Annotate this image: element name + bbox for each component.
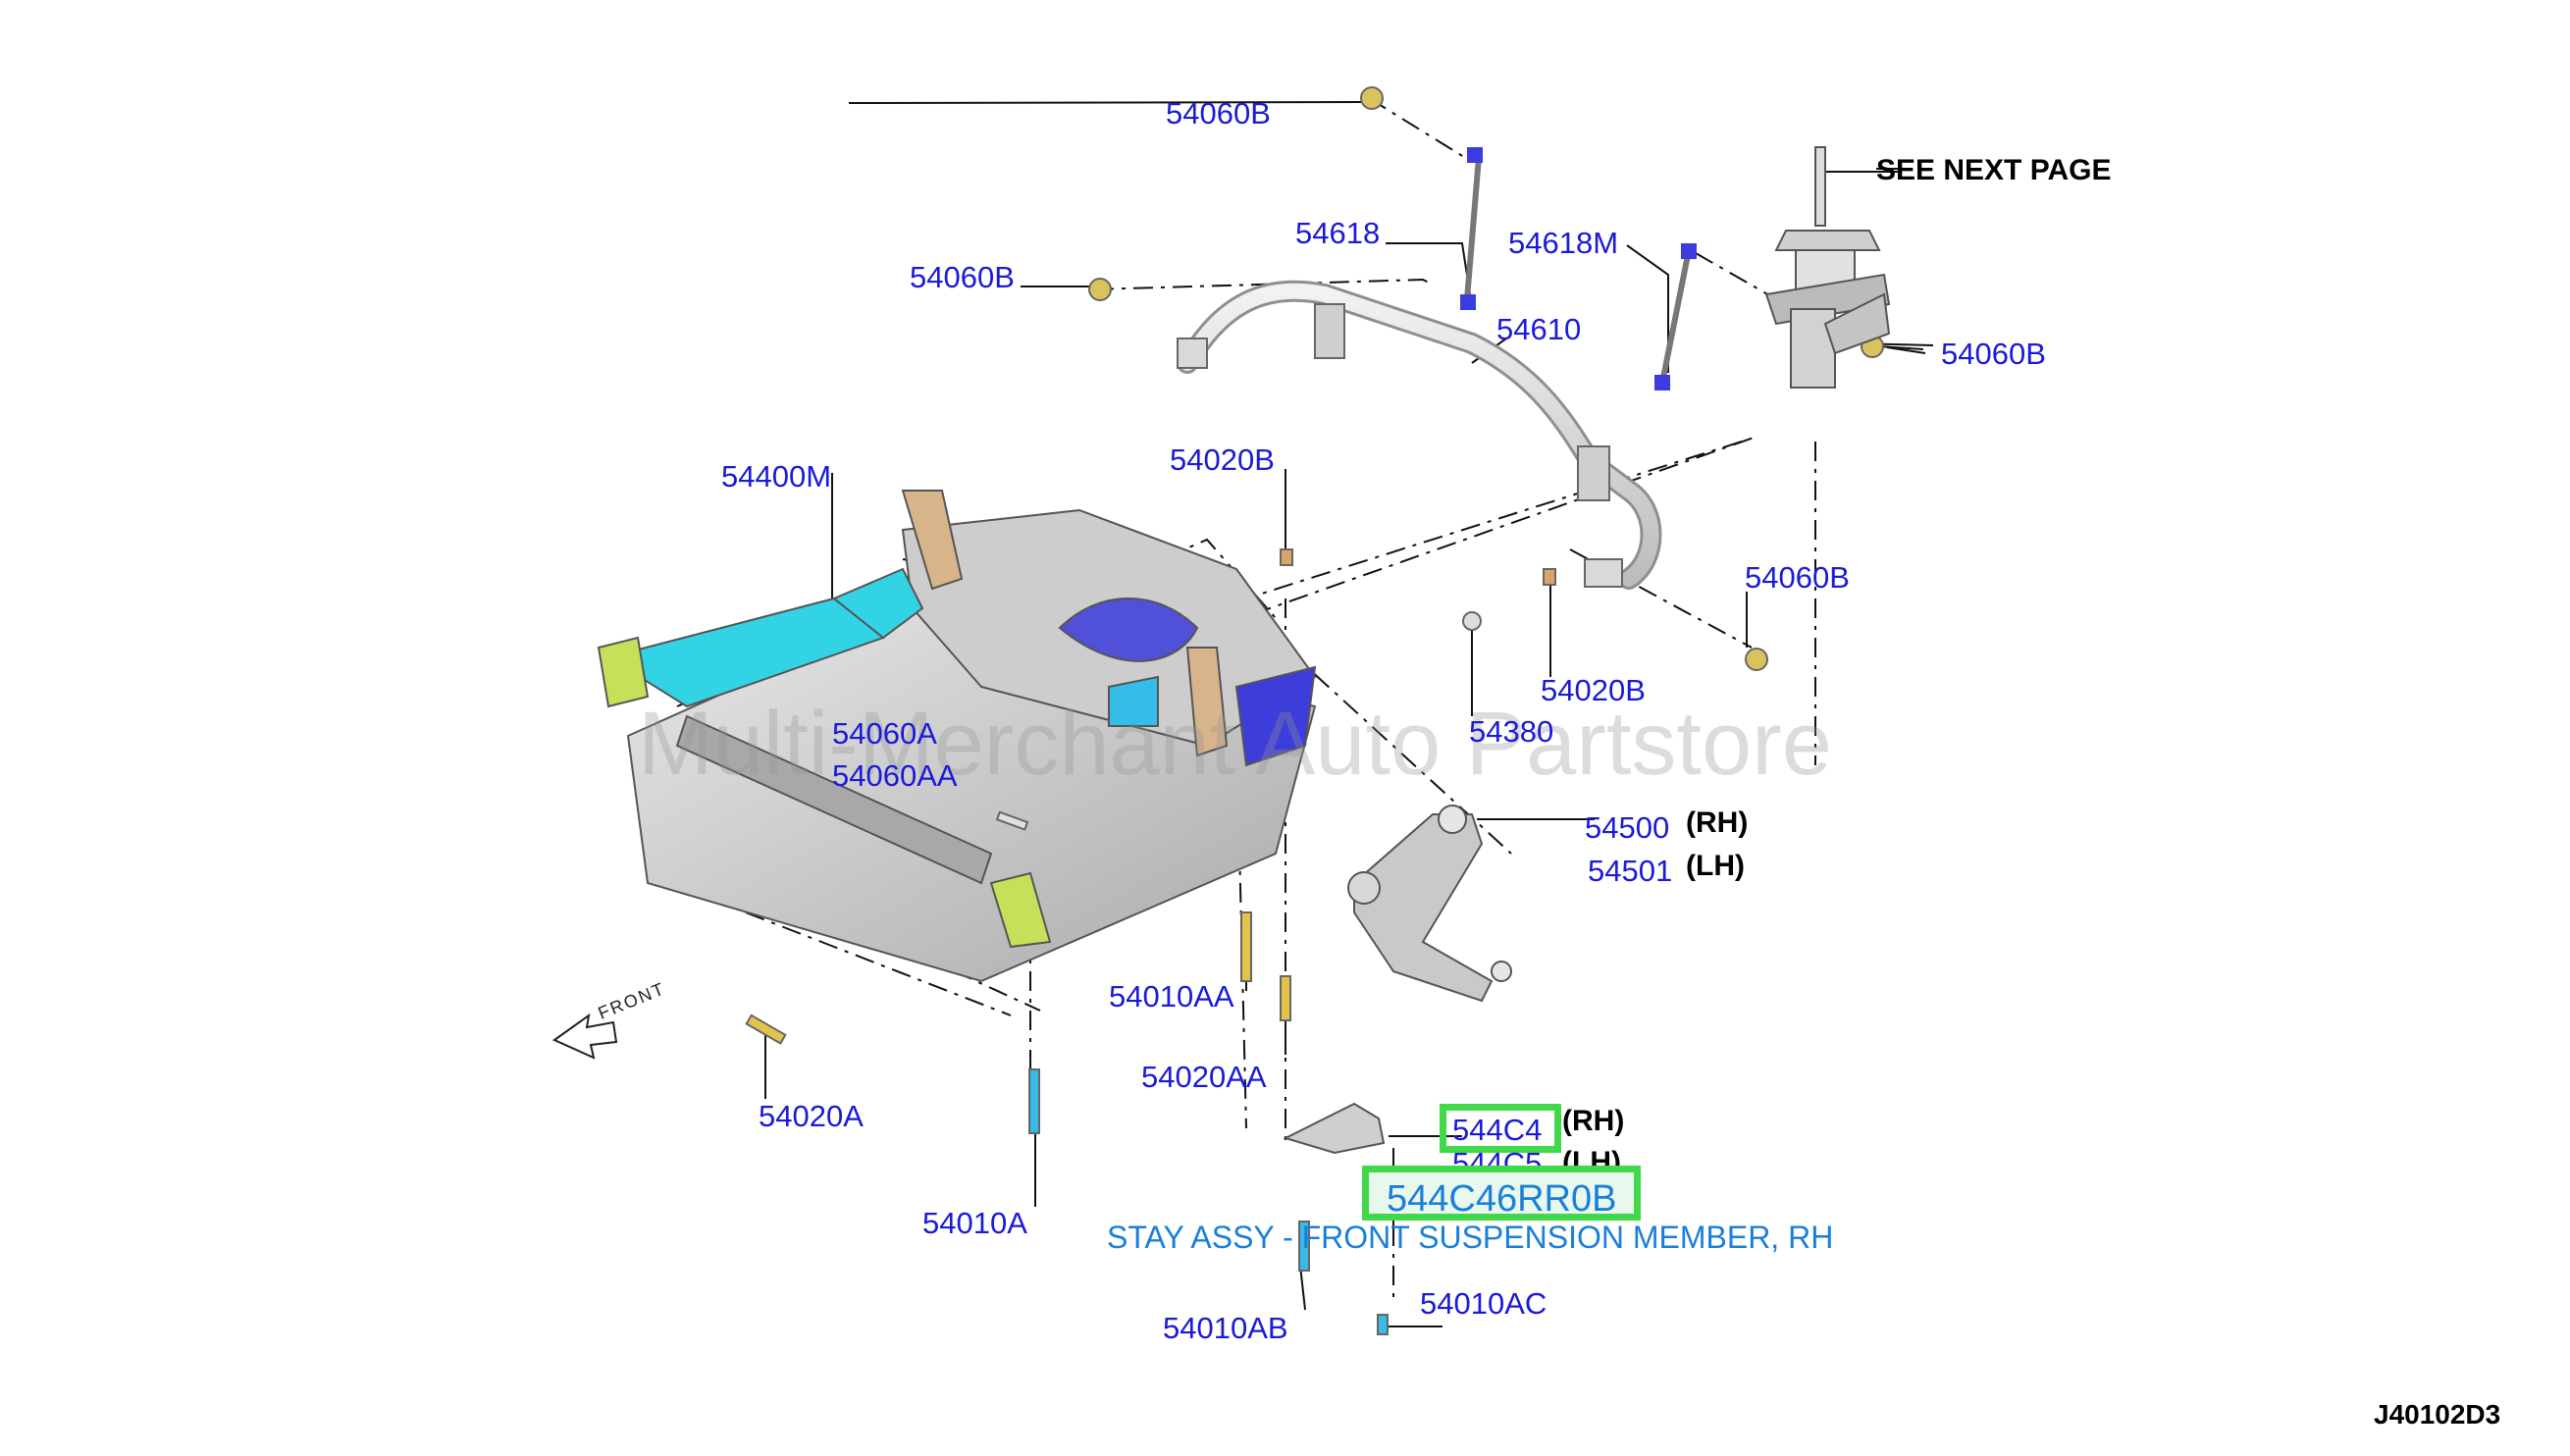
lower-arm: [1347, 805, 1512, 1003]
link-ends: [1460, 147, 1697, 390]
label-544C4[interactable]: 544C4: [1452, 1113, 1543, 1147]
label-54060A[interactable]: 54060A: [832, 716, 937, 751]
label-54020AA[interactable]: 54020AA: [1141, 1060, 1267, 1094]
stabilizer-links: [1464, 156, 1691, 379]
label-54020B-mid[interactable]: 54020B: [1541, 673, 1646, 707]
side-tag-rh-54500: (RH): [1686, 806, 1749, 839]
diagram-code: J40102D3: [2374, 1399, 2501, 1430]
label-54060AA[interactable]: 54060AA: [832, 758, 958, 793]
watermark: Multi-Merchant Auto Partstore: [638, 694, 1832, 794]
part-description: STAY ASSY - FRONT SUSPENSION MEMBER, RH: [1107, 1220, 1834, 1255]
stay-assembly: [1283, 1102, 1386, 1155]
highlight-544C46RR0B[interactable]: 544C46RR0B: [1362, 1166, 1641, 1221]
side-tag-rh-544C4: (RH): [1562, 1105, 1625, 1137]
label-54618[interactable]: 54618: [1295, 216, 1381, 250]
label-54060B-mid[interactable]: 54060B: [1745, 560, 1850, 595]
label-54060B-left[interactable]: 54060B: [910, 260, 1015, 294]
see-next-page-note: SEE NEXT PAGE: [1876, 154, 2112, 186]
label-54500[interactable]: 54500: [1585, 810, 1670, 845]
side-tag-lh-54501: (LH): [1686, 850, 1745, 882]
label-54010AB[interactable]: 54010AB: [1163, 1311, 1288, 1345]
label-54060B-right[interactable]: 54060B: [1941, 337, 2046, 371]
label-54380[interactable]: 54380: [1469, 714, 1554, 749]
leader-lines: [764, 101, 1934, 1327]
label-54010AC[interactable]: 54010AC: [1420, 1286, 1547, 1321]
label-54060B-top[interactable]: 54060B: [1166, 96, 1271, 130]
label-54618M[interactable]: 54618M: [1508, 226, 1619, 260]
label-544C46RR0B[interactable]: 544C46RR0B: [1387, 1178, 1617, 1220]
label-54610[interactable]: 54610: [1496, 312, 1582, 346]
suspension-member: [597, 490, 1317, 983]
nuts: [1088, 86, 1884, 671]
front-arrow: [552, 1013, 618, 1060]
label-54400M[interactable]: 54400M: [721, 459, 832, 494]
label-54010A[interactable]: 54010A: [922, 1206, 1027, 1240]
strut-assembly: [1764, 146, 1891, 389]
label-54020A[interactable]: 54020A: [759, 1099, 864, 1133]
label-54020B-top[interactable]: 54020B: [1170, 442, 1275, 477]
bolts: [745, 810, 1389, 1335]
label-54501[interactable]: 54501: [1588, 854, 1673, 888]
stabilizer-bar: [1177, 280, 1662, 590]
highlight-544C4: [1440, 1104, 1561, 1153]
label-54010AA[interactable]: 54010AA: [1109, 979, 1234, 1014]
